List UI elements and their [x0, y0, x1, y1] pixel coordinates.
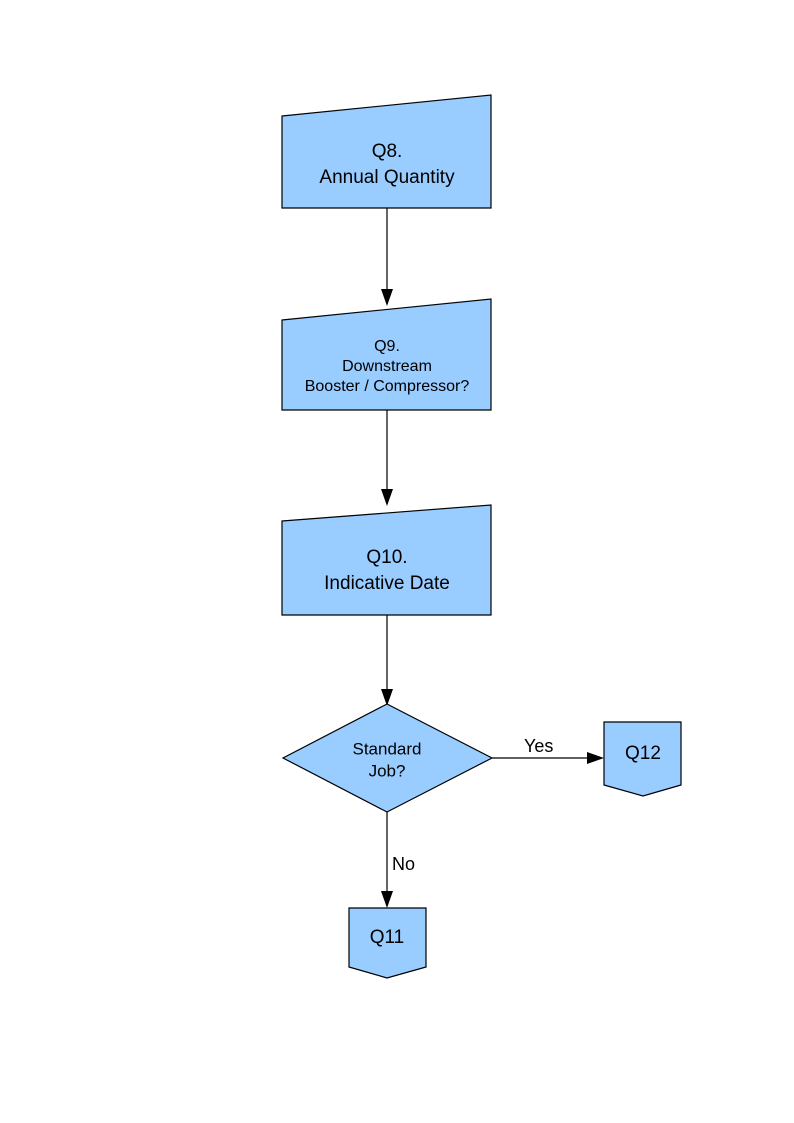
edge-q9-q10-arrowhead: [381, 489, 393, 506]
q10-shape[interactable]: [281, 504, 492, 616]
q8-label-line1: Q8.: [372, 141, 403, 162]
edge-q8-to-q9: [381, 208, 393, 306]
q9-shape[interactable]: [281, 298, 492, 411]
edge-label-yes: Yes: [524, 736, 553, 756]
edge-q8-q9-arrowhead: [381, 289, 393, 306]
edge-decision-to-q11: No: [381, 812, 415, 908]
node-q8[interactable]: Q8. Annual Quantity: [281, 94, 492, 209]
q12-label: Q12: [625, 743, 661, 764]
q8-label-line2: Annual Quantity: [319, 167, 455, 188]
node-q12[interactable]: Q12: [603, 721, 682, 797]
node-q10[interactable]: Q10. Indicative Date: [281, 504, 492, 616]
edge-q10-to-decision: [381, 615, 393, 706]
q9-label-line1: Q9.: [374, 338, 400, 355]
edge-decision-to-q12: Yes: [492, 736, 604, 764]
edge-label-no: No: [392, 854, 415, 874]
node-q11[interactable]: Q11: [348, 907, 427, 979]
q11-shape[interactable]: [348, 907, 427, 979]
q9-label-line3: Booster / Compressor?: [305, 378, 470, 395]
q12-shape[interactable]: [603, 721, 682, 797]
decision-label-line1: Standard: [353, 739, 422, 758]
node-decision-standard-job[interactable]: Standard Job?: [281, 703, 494, 813]
node-q9[interactable]: Q9. Downstream Booster / Compressor?: [281, 298, 492, 411]
q11-label: Q11: [370, 927, 405, 948]
q9-label-line2: Downstream: [342, 358, 432, 375]
decision-label-line2: Job?: [369, 761, 406, 780]
q10-label-line1: Q10.: [366, 547, 407, 568]
edge-q10-decision-arrowhead: [381, 689, 393, 706]
edge-no-arrowhead: [381, 891, 393, 908]
q8-shape[interactable]: [281, 94, 492, 209]
q10-label-line2: Indicative Date: [324, 573, 450, 594]
edge-yes-arrowhead: [587, 752, 604, 764]
edge-q9-to-q10: [381, 410, 393, 506]
